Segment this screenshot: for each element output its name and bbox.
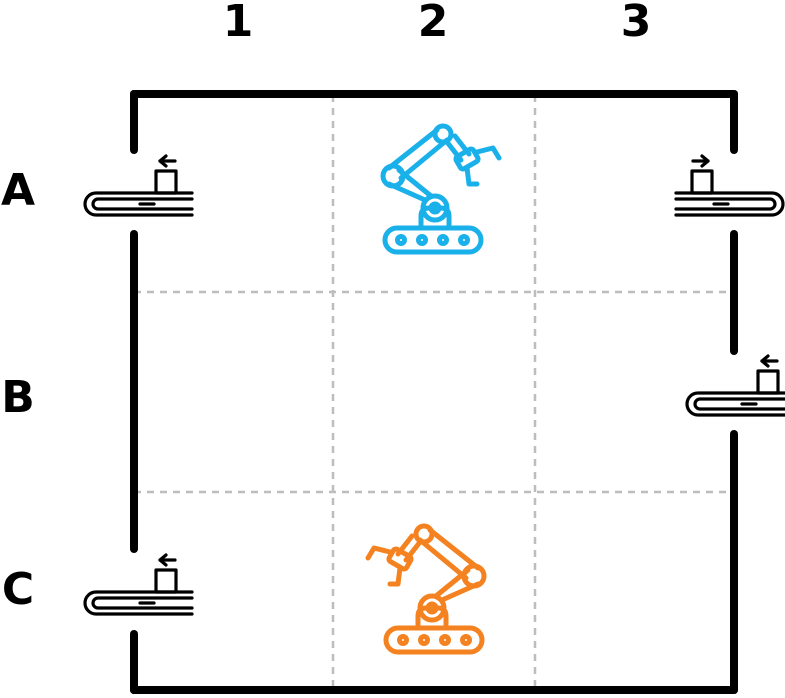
robotic-arm-icon bbox=[383, 126, 499, 252]
row-label-a: A bbox=[1, 165, 35, 216]
conveyor-belt-icon bbox=[674, 154, 785, 217]
conveyor-belt-icon bbox=[685, 354, 785, 417]
column-label-2: 2 bbox=[418, 0, 449, 47]
grid-lines bbox=[134, 95, 734, 690]
row-label-c: C bbox=[2, 564, 34, 615]
column-label-3: 3 bbox=[621, 0, 652, 47]
robotic-arm-icon bbox=[368, 526, 484, 652]
conveyor-belt-icon bbox=[83, 154, 194, 217]
outer-walls bbox=[130, 90, 738, 694]
conveyor-belt-icon bbox=[83, 553, 194, 616]
row-label-b: B bbox=[1, 372, 35, 423]
column-label-1: 1 bbox=[223, 0, 254, 47]
